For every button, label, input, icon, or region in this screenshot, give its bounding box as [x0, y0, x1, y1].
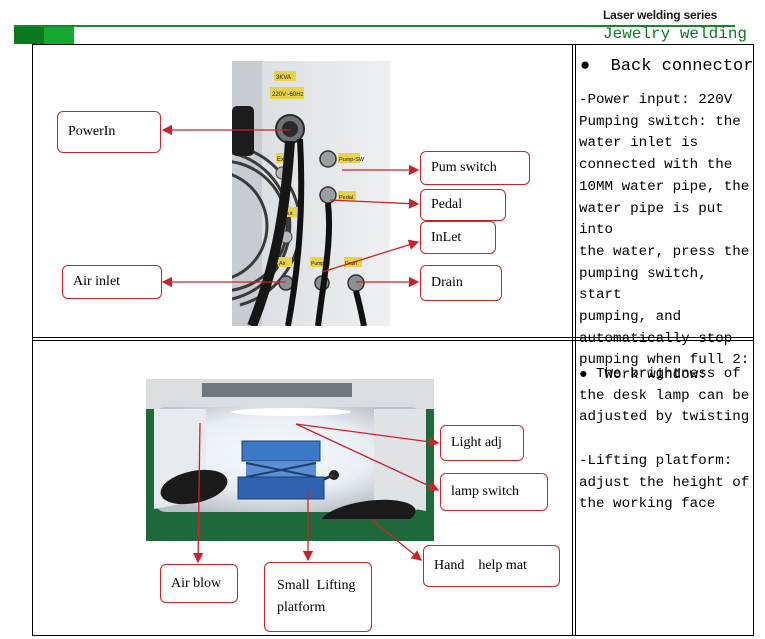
sticker-out-text: out: [285, 211, 293, 217]
sticker-air-text: Air: [279, 261, 286, 267]
back-panel-photo: 3KVA 220V~60Hz Ex- Pump-SW Pedal out Air…: [232, 61, 390, 326]
callout-lifting-platform: Small Lifting platform: [264, 562, 372, 632]
work-window-heading: ● Work window:: [579, 366, 707, 383]
sticker-pump-in-text: Pump-in: [311, 261, 330, 267]
callout-hand-help-mat: Hand help mat: [423, 545, 560, 587]
header-accent-dark: [14, 27, 44, 44]
sticker-kva: [274, 71, 296, 81]
callout-air-blow: Air blow: [160, 564, 238, 603]
header-accent-light: [44, 27, 74, 44]
series-title: Laser welding series: [603, 8, 718, 22]
bullet-icon: ●: [580, 57, 611, 76]
sticker-kva-text: 3KVA: [276, 75, 291, 81]
callout-lifting-line2: platform: [277, 600, 326, 615]
callout-inlet: InLet: [420, 221, 496, 254]
bullet-icon-2: ●: [579, 366, 605, 383]
callout-air-inlet: Air inlet: [62, 265, 162, 299]
sticker-pump-in: [310, 257, 330, 267]
sticker-pump: [338, 153, 360, 163]
page-subtitle: Jewelry welding: [603, 25, 748, 43]
sticker-voltage-text: 220V~60Hz: [272, 92, 304, 98]
back-connector-description: -Power input: 220V Pumping switch: the w…: [579, 92, 750, 369]
work-window-photo: [146, 379, 434, 541]
callout-lamp-switch: lamp switch: [440, 473, 548, 511]
callout-drain: Drain: [420, 265, 502, 301]
sticker-voltage: [270, 87, 304, 99]
callout-pedal: Pedal: [420, 189, 506, 221]
sticker-exit-text: Ex-: [277, 157, 286, 163]
sticker-drain-text: Drain: [345, 261, 357, 267]
callout-light-adj: Light adj: [440, 425, 524, 461]
callout-powerin: PowerIn: [57, 111, 161, 153]
header-rule: [14, 25, 735, 27]
back-connector-title: ● Back connector: [580, 57, 754, 76]
callout-lifting-line1: Small Lifting: [277, 578, 356, 593]
table-row-divider-inner: [32, 340, 754, 341]
work-window-description: - The brightness of the desk lamp can be…: [579, 366, 750, 513]
sticker-pedal: [338, 191, 356, 201]
sticker-pump-text: Pump-SW: [339, 157, 365, 163]
sticker-exit: [276, 153, 290, 163]
sticker-pedal-text: Pedal: [339, 195, 353, 201]
sticker-out: [284, 207, 300, 217]
sticker-air: [278, 257, 292, 267]
table-row-divider: [32, 337, 754, 338]
callout-pum-switch: Pum switch: [420, 151, 530, 185]
